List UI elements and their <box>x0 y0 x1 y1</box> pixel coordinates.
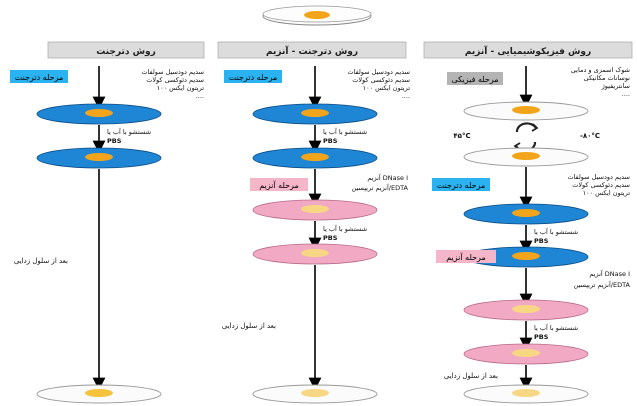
physical-method-item: نوسانات مکانیکی <box>584 74 631 82</box>
column-header-detergent-enzyme <box>217 41 407 59</box>
physical-dish-1 <box>463 101 589 121</box>
enzyme-item: آنزیم DNase I <box>589 269 630 278</box>
reagent-item: سدیم دودسیل سولفات <box>347 68 410 76</box>
wash-label-line2: PBS <box>323 234 338 242</box>
detergent-dish-blue-2 <box>36 147 162 169</box>
physical-dish-2 <box>463 147 589 167</box>
wash-label-line1: شستشو با آب یا <box>323 224 367 233</box>
detergent-enzyme-reagent-list: سدیم دودسیل سولفات سدیم دئوکسی کولات تری… <box>347 68 410 100</box>
temperature-low: -۸۰°C <box>580 132 600 140</box>
physical-stage-badge <box>447 72 503 85</box>
reagent-item: سدیم دودسیل سولفات <box>141 68 204 76</box>
detergent-stage-badge <box>432 178 490 191</box>
physical-detergent-reagent-list: سدیم دودسیل سولفات سدیم دئوکسی کولات تری… <box>567 173 630 197</box>
wash-label-line1: شستشو با آب یا <box>534 323 578 332</box>
detergent-stage-badge <box>10 70 68 83</box>
column-detergent: روش دترجنت مرحله دترجنت سدیم دودسیل سولف… <box>10 41 205 404</box>
column-physicochemical-enzyme: روش فیزیکوشیمیایی - آنزیم مرحله فیزیکی ش… <box>423 41 633 404</box>
post-decell-label: بعد از سلول زدایی <box>222 322 276 330</box>
enzyme-item: آنزیم تریپسین/EDTA <box>352 183 409 192</box>
enzyme-item: آنزیم DNase I <box>367 173 408 182</box>
detergent-stage-label: مرحله دترجنت <box>437 181 486 190</box>
enzyme-stage-badge <box>250 178 308 191</box>
column-header-detergent-enzyme-text: روش دترجنت - آنزیم <box>266 45 358 57</box>
reagent-item: تریتون ایکس ۱۰۰ <box>583 189 631 197</box>
reagent-item: تریتون ایکس ۱۰۰ <box>363 84 411 92</box>
detergent-stage-badge <box>224 70 282 83</box>
reagent-item: سدیم دئوکسی کولات <box>146 76 204 84</box>
wash-label-line2: PBS <box>107 137 122 145</box>
wash-label-line1: شستشو با آب یا <box>534 227 578 236</box>
reagent-item: تریتون ایکس ۱۰۰ <box>157 84 205 92</box>
detergent-enzyme-dish-blue-2 <box>252 147 378 169</box>
physical-dish-pink-1 <box>463 299 589 321</box>
detergent-enzyme-dish-pink-1 <box>252 199 378 221</box>
reagent-item: .... <box>196 92 204 100</box>
wash-label-line2: PBS <box>323 137 338 145</box>
column-header-detergent-text: روش دترجنت <box>96 47 156 57</box>
wash-label-line2: PBS <box>534 333 549 341</box>
column-header-physicochemical-enzyme <box>423 41 633 59</box>
physical-method-item: .... <box>622 90 630 98</box>
source-dish <box>262 5 372 26</box>
wash-label-line2: PBS <box>534 237 549 245</box>
post-decell-label: بعد از سلول زدایی <box>14 257 68 265</box>
column-detergent-enzyme: روش دترجنت - آنزیم مرحله دترجنت سدیم دود… <box>217 41 410 404</box>
physical-dish-pink-2 <box>463 343 589 365</box>
detergent-reagent-list: سدیم دودسیل سولفات سدیم دئوکسی کولات تری… <box>141 68 204 100</box>
detergent-stage-label: مرحله دترجنت <box>229 73 278 82</box>
detergent-enzyme-dish-blue-1 <box>252 103 378 125</box>
physical-final-dish <box>463 384 589 404</box>
column-header-detergent <box>47 41 205 59</box>
reagent-item: سدیم دئوکسی کولات <box>572 181 630 189</box>
physical-method-item: شوک اسمزی و دمایی <box>571 66 630 74</box>
enzyme-stage-badge <box>436 250 496 263</box>
physical-stage-label: مرحله فیزیکی <box>451 75 498 84</box>
temperature-high: ۴۵°C <box>453 132 470 140</box>
physical-method-list: شوک اسمزی و دمایی نوسانات مکانیکی سانتری… <box>571 66 630 98</box>
reagent-item: سدیم دودسیل سولفات <box>567 173 630 181</box>
enzyme-stage-label: مرحله آنزیم <box>259 180 299 190</box>
reagent-item: سدیم دئوکسی کولات <box>352 76 410 84</box>
enzyme-stage-label: مرحله آنزیم <box>446 252 486 262</box>
detergent-enzyme-final-dish <box>252 384 378 404</box>
detergent-final-dish <box>36 384 162 404</box>
column-header-physicochemical-enzyme-text: روش فیزیکوشیمیایی - آنزیم <box>465 45 591 57</box>
post-decell-label: بعد از سلول زدایی <box>444 372 498 380</box>
physical-dish-blue-1 <box>463 203 589 225</box>
enzyme-item: آنزیم تریپسین/EDTA <box>574 280 631 289</box>
reagent-item: .... <box>402 92 410 100</box>
physical-method-item: سانتریفیوژ <box>601 82 630 90</box>
wash-label-line1: شستشو با آب یا <box>323 127 367 136</box>
wash-label-line1: شستشو با آب یا <box>107 127 151 136</box>
detergent-stage-label: مرحله دترجنت <box>15 73 64 82</box>
detergent-dish-blue-1 <box>36 103 162 125</box>
detergent-enzyme-dish-pink-2 <box>252 243 378 265</box>
freeze-thaw-cycle-icon <box>513 122 539 152</box>
